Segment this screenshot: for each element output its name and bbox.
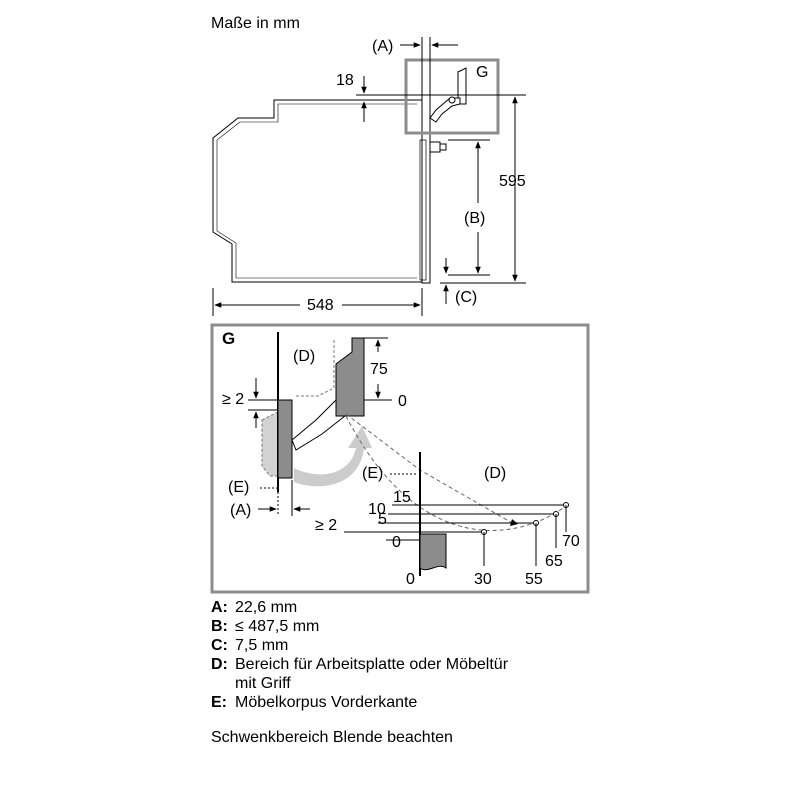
dim-55-label: 55 [525,571,543,588]
dim-10-label: 10 [368,501,386,518]
oven-door-panel [277,399,293,479]
detail-e-left-label: (E) [228,479,249,496]
legend-key: A: [211,599,228,616]
dim-30-label: 30 [474,571,492,588]
legend-text: mit Griff [235,675,291,692]
dim-ge2-mid-label: ≥ 2 [315,517,337,534]
detail-g-marker-label: G [476,64,488,81]
dim-b-label: (B) [464,210,485,227]
dim-5-label: 5 [378,511,387,528]
oven-side-outline [212,99,422,283]
legend-key: D: [211,656,228,673]
dim-65-label: 65 [545,553,563,570]
oven-front-panel-lower [419,139,427,281]
swing-direction-arrow [294,426,372,487]
detail-d-top-label: (D) [293,348,315,365]
legend-row-e: E: Möbelkorpus Vorderkante [211,693,508,712]
dim-70-label: 70 [562,533,580,550]
dim-ge2-left-label: ≥ 2 [222,391,244,408]
dim-595-label: 595 [499,173,526,190]
detail-e-mid-label: (E) [362,465,383,482]
detail-g-title: G [222,329,235,348]
legend-row-c: C: 7,5 mm [211,636,508,655]
clearance-lines [344,502,569,566]
dim-c-label: (C) [455,289,477,306]
legend-key [211,674,235,693]
legend-row-b: B: ≤ 487,5 mm [211,617,508,636]
legend-text: Möbelkorpus Vorderkante [235,694,418,711]
legend-key: C: [211,637,228,654]
lower-cabinet-block [419,533,447,571]
oven-knob [429,141,441,153]
legend-key: B: [211,618,228,635]
dim-548-label: 548 [307,297,334,314]
legend-text: 7,5 mm [235,637,289,654]
legend-row-a: A: 22,6 mm [211,598,508,617]
legend-text: Bereich für Arbeitsplatte oder Möbeltür [235,656,509,673]
dim-0-bottom-label: 0 [406,571,415,588]
legend-text: 22,6 mm [235,599,298,616]
detail-g-marker-box [404,58,500,135]
dim-a-top-label: (A) [372,38,393,55]
legend: A: 22,6 mm B: ≤ 487,5 mm C: 7,5 mm D: Be… [211,598,508,712]
dim-75-label: 75 [370,361,388,378]
detail-a-label: (A) [230,502,251,519]
dim-0-left-label: 0 [392,534,401,551]
dim-0-top-label: 0 [398,393,407,410]
legend-key: E: [211,694,227,711]
detail-d-right-label: (D) [484,465,506,482]
dimensions-title: Maße in mm [211,15,300,32]
swing-note: Schwenkbereich Blende beachten [211,729,453,746]
dim-15-label: 15 [393,489,411,506]
legend-row-d-cont: mit Griff [211,674,508,693]
legend-text: ≤ 487,5 mm [235,618,320,635]
legend-row-d: D: Bereich für Arbeitsplatte oder Möbelt… [211,655,508,674]
dim-18-label: 18 [336,72,354,89]
